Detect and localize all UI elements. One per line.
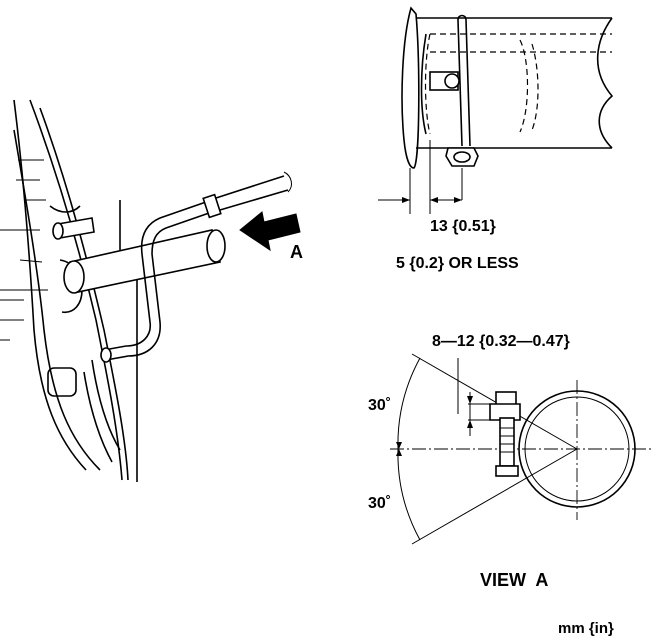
hose-installation-view: A	[0, 99, 303, 482]
view-a-arrow-label: A	[290, 242, 303, 262]
angle-label-top: 30˚	[368, 397, 391, 414]
angle-label-bottom: 30˚	[368, 495, 391, 512]
view-a-clamp-angle: 8—12 {0.32—0.47} 30˚ 30˚ VIEW A	[368, 333, 651, 590]
dimension-clamp-position: 8—12 {0.32—0.47}	[432, 333, 570, 350]
view-a-title: VIEW A	[480, 570, 548, 590]
units-label: mm {in}	[558, 620, 614, 637]
view-a-arrow-icon	[239, 211, 301, 252]
dimension-5mm-or-less: 5 {0.2} OR LESS	[396, 255, 519, 272]
hose-side-view: 13 {0.51} 5 {0.2} OR LESS	[378, 6, 614, 272]
dimension-13mm: 13 {0.51}	[430, 218, 496, 235]
